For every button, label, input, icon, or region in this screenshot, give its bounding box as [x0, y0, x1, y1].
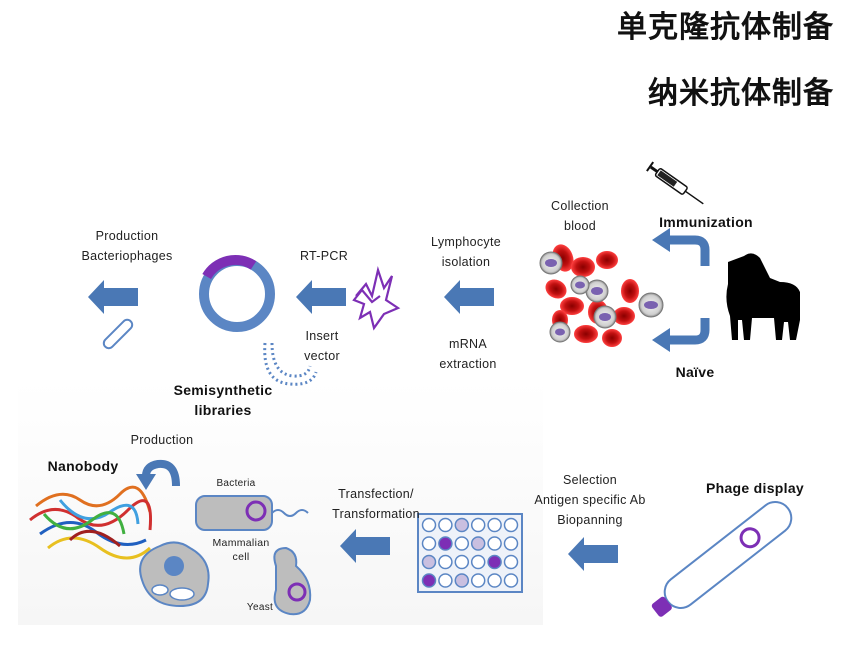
- label-mrna-extraction: mRNA extraction: [439, 337, 497, 371]
- plate-well: [470, 536, 486, 551]
- mrna-icon: [352, 265, 401, 331]
- label-nanobody: Nanobody: [47, 458, 119, 474]
- label-mammalian-cell: Mammalian cell: [212, 537, 270, 563]
- plate-well: [421, 554, 437, 570]
- plate-well: [438, 517, 453, 533]
- plate-well: [487, 517, 502, 533]
- well-plate: [417, 513, 523, 593]
- blood-cells: [539, 244, 664, 347]
- plate-well: [470, 573, 486, 588]
- plate-well: [454, 517, 470, 533]
- label-production: Production: [130, 433, 194, 447]
- plate-well: [503, 536, 519, 551]
- label-lymphocyte-isolation: Lymphocyte isolation: [431, 235, 501, 269]
- label-semisynthetic-libraries: Semisynthetic libraries: [173, 382, 273, 418]
- arrow-production: [142, 459, 180, 487]
- arrow-naive: [668, 318, 710, 345]
- title-nanobody: 纳米抗体制备: [648, 76, 834, 111]
- plate-well: [470, 554, 486, 570]
- plate-well: [454, 573, 470, 588]
- arrow-plate-to-hosts: [340, 529, 390, 563]
- arrow-immunization-head: [652, 228, 670, 252]
- yeast-icon: [273, 546, 312, 616]
- label-yeast: Yeast: [246, 602, 274, 613]
- label-phage-display: Phage display: [705, 480, 805, 496]
- arrow-immunization: [668, 235, 710, 266]
- plate-well: [438, 573, 453, 588]
- plate-well: [421, 517, 437, 533]
- plate-well: [503, 573, 519, 588]
- plate-well: [421, 536, 437, 551]
- arrows-top: [88, 280, 494, 314]
- syringe-icon: [646, 161, 704, 205]
- plasmid-vector: [199, 254, 275, 332]
- label-immunization: Immunization: [659, 214, 753, 230]
- plate-well: [421, 573, 437, 588]
- mammalian-cell-icon: [139, 541, 210, 608]
- plate-well: [470, 517, 486, 533]
- plate-well: [454, 554, 470, 570]
- llama-icon: [726, 253, 800, 340]
- label-collection-blood: Collection blood: [551, 199, 609, 233]
- plate-well: [487, 573, 502, 588]
- label-naive: Naïve: [675, 364, 715, 380]
- label-bacteria: Bacteria: [216, 478, 256, 489]
- plate-well: [454, 536, 470, 551]
- plate-well: [487, 554, 502, 570]
- arrow-blood-to-mrna: [444, 280, 494, 314]
- plate-well: [503, 517, 519, 533]
- plate-well: [438, 536, 453, 551]
- arrow-phage-to-plate: [568, 537, 618, 571]
- plate-well: [438, 554, 453, 570]
- bacteria-icon: [195, 495, 309, 531]
- nanobody-structure: [29, 485, 153, 560]
- label-rt-pcr: RT-PCR: [299, 249, 349, 263]
- plate-well: [487, 536, 502, 551]
- arrows-bottom: [340, 529, 618, 571]
- phage-display-icon: [651, 501, 793, 617]
- label-transfection: Transfection/ Transformation: [332, 487, 420, 521]
- title-monoclonal: 单克隆抗体制备: [617, 10, 834, 45]
- arrow-mrna-to-pcr: [296, 280, 346, 314]
- llama-arrows: [668, 235, 710, 345]
- plate-well: [503, 554, 519, 570]
- arrow-library-to-phage: [88, 280, 138, 314]
- label-insert-vector: Insert vector: [304, 329, 340, 363]
- label-production-bacteriophages: Production Bacteriophages: [81, 229, 173, 263]
- arrow-naive-head: [652, 328, 670, 352]
- label-selection: Selection Antigen specific Ab Biopanning: [534, 473, 646, 527]
- phage-icon: [102, 318, 134, 350]
